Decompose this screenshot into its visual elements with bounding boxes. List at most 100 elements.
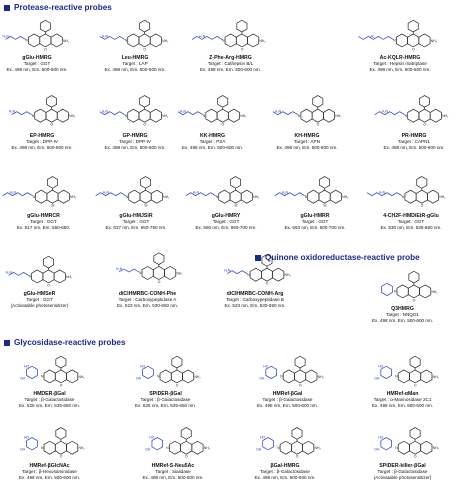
probe-name: gGlu-HMSeR xyxy=(23,291,56,297)
svg-text:H₂N: H₂N xyxy=(282,191,289,195)
probe-wavelengths: Ex. 517 nm, Em. 550-650. xyxy=(16,224,71,230)
section-label: Quinone oxidoreductase-reactive probe xyxy=(265,253,420,262)
probe-name: KH-HMRG xyxy=(294,133,320,139)
svg-text:NH₂: NH₂ xyxy=(342,195,349,199)
probe-wavelengths: Ex. 498 nm, Em. 500-600 nm. xyxy=(142,474,204,480)
svg-text:O: O xyxy=(176,383,179,387)
probe-target: Target : Hepsin matriptase xyxy=(373,61,427,67)
probe-wavelengths: Ex. 525 nm, Em. 535-650 nm. xyxy=(18,402,81,408)
probe-target: Target : GGT xyxy=(397,219,425,225)
section-label: Glycosidase-reactive probes xyxy=(14,338,126,347)
probe-target: Target : β-Galactosidase xyxy=(262,397,313,403)
svg-text:Si: Si xyxy=(323,204,326,208)
section-label: Protease-reactive probes xyxy=(14,3,112,12)
svg-text:O: O xyxy=(241,47,244,51)
probe-name: gGlu-HMRR xyxy=(300,213,330,219)
probe-name: PR-HMRG xyxy=(401,133,427,139)
probe-target: Target : β-Galactosidase xyxy=(24,397,75,403)
svg-text:N: N xyxy=(29,275,32,279)
probe-target: Target : PSA xyxy=(199,139,226,145)
svg-text:NH₂: NH₂ xyxy=(335,114,342,118)
probe-wavelengths: Ex. 498 nm, Em. 500-600 nm. xyxy=(371,317,434,323)
probe-target: Target : LAP xyxy=(122,61,148,67)
probe-target: Target : GGT xyxy=(122,219,150,225)
svg-text:OH: OH xyxy=(374,376,380,380)
svg-text:NH₂: NH₂ xyxy=(69,114,76,118)
probe-name: 4-CH2F-HMDiEtR-gGlu xyxy=(383,213,439,219)
svg-text:NH₂: NH₂ xyxy=(162,39,169,43)
svg-text:Ac: Ac xyxy=(370,34,374,38)
svg-text:N: N xyxy=(203,114,206,118)
svg-text:O: O xyxy=(185,455,188,459)
probe-wavelengths: (Activatable photosensitizer) xyxy=(10,302,69,308)
probe-name: HMDER-βGal xyxy=(33,391,66,397)
svg-text:NH₂: NH₂ xyxy=(78,446,85,450)
svg-text:Si: Si xyxy=(51,204,54,208)
svg-text:NH₂: NH₂ xyxy=(259,39,266,43)
svg-text:O: O xyxy=(47,283,50,287)
svg-text:O: O xyxy=(414,455,417,459)
svg-text:N: N xyxy=(395,375,398,379)
svg-text:N: N xyxy=(222,39,225,43)
probe-name: SPiDER-βGal xyxy=(149,391,182,397)
probe-target: Target : GGT xyxy=(23,61,51,67)
svg-text:O: O xyxy=(296,455,299,459)
probe-name: diClHMRBC-CONH-Arg xyxy=(226,291,284,297)
svg-text:O: O xyxy=(222,123,225,127)
probe-wavelengths: Ex. 498 nm, Em. 500-600 nm. xyxy=(254,474,316,480)
svg-text:N: N xyxy=(393,39,396,43)
svg-text:NH₂: NH₂ xyxy=(318,375,325,379)
svg-text:N: N xyxy=(405,114,408,118)
svg-text:NH₂: NH₂ xyxy=(285,273,292,277)
section-title-quinone: Quinone oxidoreductase-reactive probe xyxy=(255,253,420,262)
section-marker xyxy=(4,339,10,346)
svg-text:O: O xyxy=(44,47,47,51)
probe-wavelengths: Ex. 498 nm, Em. 500-600 nm. xyxy=(369,66,431,72)
probe-wavelengths: Ex. 525 nm, Em. 535-650 nm. xyxy=(134,402,197,408)
probe-wavelengths: Ex. 498 nm, Em. 500-600 nm. xyxy=(104,66,166,72)
svg-text:O: O xyxy=(143,47,146,51)
probe-wavelengths: Ex. 498 nm, Em. 500-600 nm. xyxy=(199,66,262,72)
svg-text:N: N xyxy=(216,195,219,199)
svg-text:O: O xyxy=(158,280,161,284)
probe-target: Target : APN xyxy=(294,139,320,145)
svg-text:N: N xyxy=(298,114,301,118)
svg-text:O: O xyxy=(299,383,302,387)
svg-text:OH: OH xyxy=(20,448,26,452)
svg-text:Si: Si xyxy=(144,204,147,208)
svg-text:OH: OH xyxy=(256,448,262,452)
probe-name: EP-HMRG xyxy=(29,133,55,139)
probe-wavelengths: Ex. 498 nm, Em. 500-600 nm. xyxy=(18,474,81,480)
probe-target: Target : Carboxypeptidase A xyxy=(118,297,177,303)
probe-target: Target : Carboxypeptidase B xyxy=(226,297,284,303)
probe-wavelengths: Ex. 498 nm, Em. 500-600 nm. xyxy=(104,144,166,150)
probe-target: Target : β-Galactosidase xyxy=(260,469,310,475)
svg-text:NH₂: NH₂ xyxy=(176,272,183,276)
probe-wavelengths: Ex. 530 nm, Em. 535-650 nm. xyxy=(380,224,442,230)
probe-wavelengths: Ex. 498 nm, Em. 500-600 nm. xyxy=(383,144,445,150)
section-marker xyxy=(255,254,261,261)
